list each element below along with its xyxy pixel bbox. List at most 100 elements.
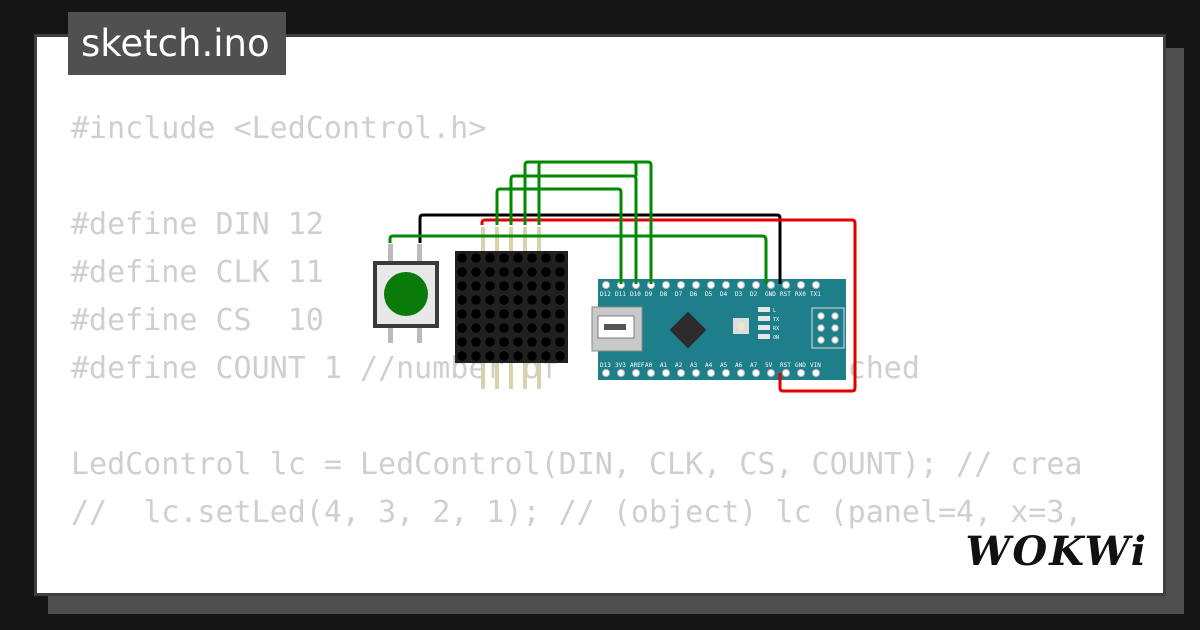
nano-pin-label: D7 (675, 291, 683, 298)
matrix-led (555, 295, 565, 305)
reset-button-cap (737, 322, 745, 330)
matrix-led (541, 253, 551, 263)
matrix-led (541, 267, 551, 277)
icsp-pins (817, 312, 839, 344)
matrix-led (457, 351, 467, 361)
wokwi-logo: WOKWi (965, 528, 1148, 575)
matrix-led (513, 309, 523, 319)
nano-pin-pad (767, 369, 775, 377)
icsp-pin (831, 312, 839, 320)
matrix-led (471, 253, 481, 263)
matrix-led (541, 323, 551, 333)
icsp-pin (817, 324, 825, 332)
sketch-title-tab[interactable]: sketch.ino (68, 12, 286, 75)
icsp-pin (831, 324, 839, 332)
nano-pin-pad (602, 281, 610, 289)
nano-led-label: RX (773, 326, 779, 332)
wire-clk (509, 174, 638, 284)
usb-connector (591, 306, 643, 352)
matrix-led (485, 309, 495, 319)
matrix-led (499, 323, 509, 333)
matrix-led (555, 309, 565, 319)
nano-led-labels: L TX RX ON (773, 308, 779, 341)
nano-pin-pad (707, 369, 715, 377)
matrix-led (555, 267, 565, 277)
nano-pin-pad (812, 281, 820, 289)
code-line: LedControl lc = LedControl(DIN, CLK, CS,… (71, 447, 1083, 482)
nano-pin-pad (737, 281, 745, 289)
matrix-led (541, 309, 551, 319)
nano-pin-pad (782, 369, 790, 377)
matrix-led (471, 323, 481, 333)
push-button[interactable] (373, 244, 439, 343)
matrix-led (527, 253, 537, 263)
nano-pin-label: D9 (645, 291, 653, 298)
matrix-led (485, 323, 495, 333)
led-matrix[interactable] (455, 227, 568, 389)
nano-led (758, 325, 770, 330)
matrix-led (457, 337, 467, 347)
nano-pin-label: A7 (750, 362, 758, 369)
matrix-bottom-pins (481, 362, 541, 389)
nano-pin-pad (752, 281, 760, 289)
matrix-led (555, 337, 565, 347)
nano-pin-pad (677, 281, 685, 289)
nano-pin-label: D2 (750, 291, 758, 298)
nano-pin-pad (692, 281, 700, 289)
wire-gnd (418, 213, 782, 284)
nano-pin-label: D4 (720, 291, 728, 298)
nano-pin-label: D6 (690, 291, 698, 298)
nano-led-label: TX (773, 317, 779, 323)
nano-pin-label: D11 (615, 291, 626, 298)
matrix-led (527, 323, 537, 333)
nano-led-label: L (773, 308, 776, 314)
matrix-led (499, 295, 509, 305)
button-pin (417, 326, 422, 343)
button-pin (417, 244, 422, 264)
matrix-led (527, 281, 537, 291)
nano-pin-label: D3 (735, 291, 743, 298)
nano-pin-label: A0 (645, 362, 653, 369)
matrix-led (471, 337, 481, 347)
matrix-led (457, 281, 467, 291)
matrix-led (513, 267, 523, 277)
matrix-led (485, 253, 495, 263)
matrix-led (485, 351, 495, 361)
matrix-pin (481, 362, 485, 389)
nano-pin-pad (662, 281, 670, 289)
matrix-top-pins (481, 227, 541, 252)
icsp-pin (817, 336, 825, 344)
matrix-led (527, 295, 537, 305)
matrix-led (541, 337, 551, 347)
matrix-led (513, 253, 523, 263)
nano-pin-label: A2 (675, 362, 683, 369)
matrix-led (499, 267, 509, 277)
nano-led (758, 307, 770, 312)
wires (388, 160, 857, 393)
matrix-pin (495, 362, 499, 389)
nano-pin-pad (707, 281, 715, 289)
nano-led-label: ON (773, 335, 779, 341)
code-line: #define CLK 11 (71, 255, 324, 290)
matrix-led (485, 295, 495, 305)
code-line: // variables (71, 585, 1082, 593)
icsp-header (811, 307, 845, 349)
matrix-led (541, 281, 551, 291)
matrix-led (499, 281, 509, 291)
nano-pin-label: AREF (630, 362, 645, 369)
matrix-pin (481, 227, 485, 252)
nano-pin-label: RX0 (795, 291, 806, 298)
wire-button-d2 (388, 234, 768, 284)
wire-din (495, 187, 623, 284)
nano-pin-label: GND (765, 291, 776, 298)
button-pin (388, 244, 393, 264)
nano-bottom-pins (602, 369, 820, 377)
matrix-pin (523, 227, 527, 252)
matrix-body (455, 251, 568, 363)
matrix-led (513, 323, 523, 333)
matrix-led (555, 351, 565, 361)
icsp-pin (831, 336, 839, 344)
